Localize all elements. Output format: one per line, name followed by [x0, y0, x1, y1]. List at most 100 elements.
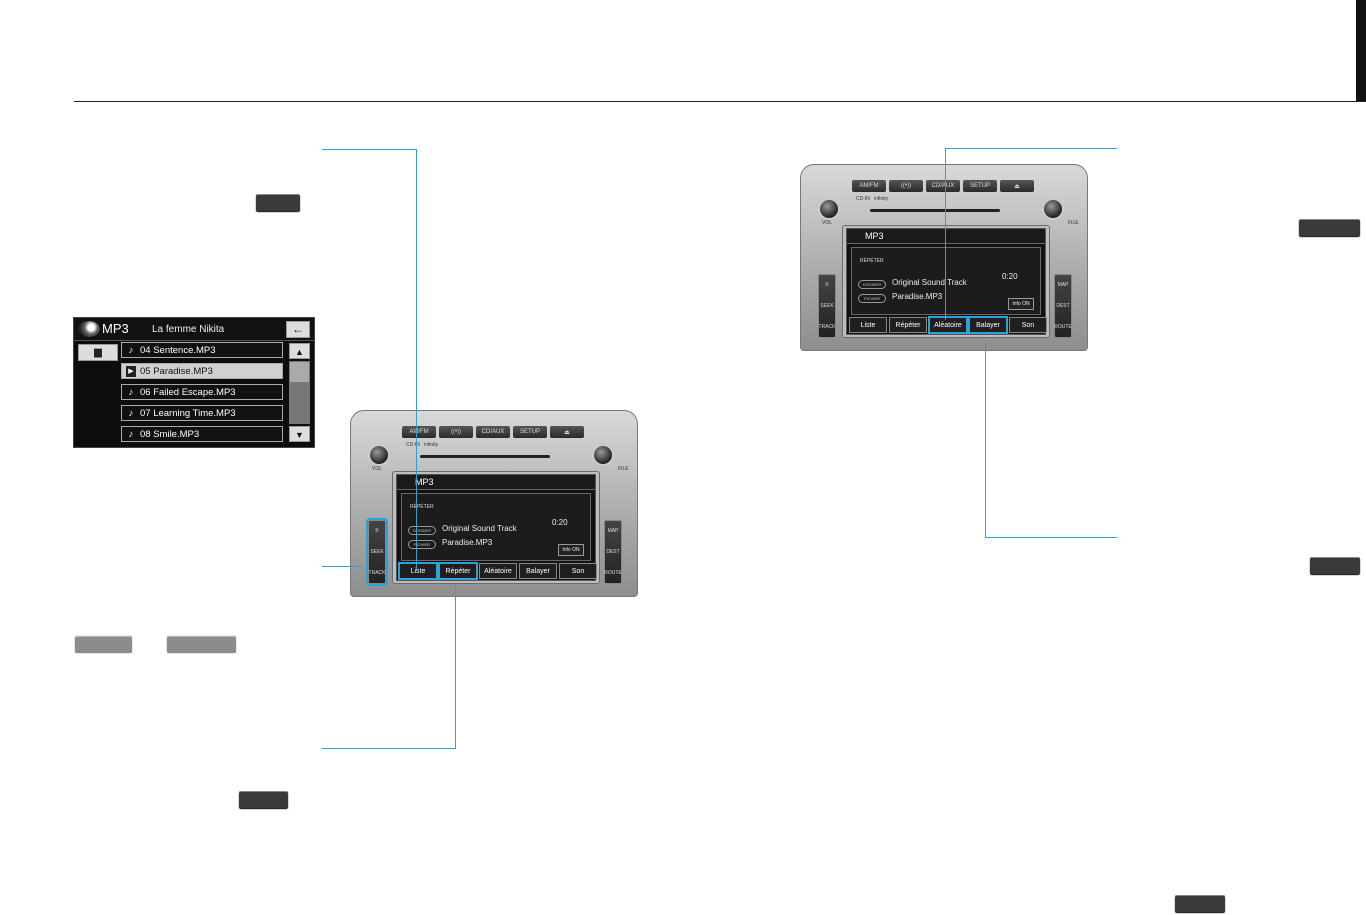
header-stripe [1356, 0, 1366, 101]
tune-knob[interactable] [592, 444, 614, 466]
list-item[interactable]: ▶ 05 Paradise.MP3 [121, 363, 283, 379]
button-tag [239, 791, 288, 808]
balayer-button[interactable]: Balayer [968, 316, 1008, 334]
seek-track-buttons[interactable]: ✆ SEEK TRACK [818, 274, 836, 338]
head-unit-right: AM/FM ((•)) CD/AUX SETUP ⏏ CD-IN infinit… [800, 164, 1088, 351]
vol-label: VOL [822, 220, 833, 226]
am-fm-button[interactable]: AM/FM [852, 180, 886, 192]
file-label: FILE [1068, 220, 1079, 226]
list-item[interactable]: ♪ 04 Sentence.MP3 [121, 342, 283, 358]
radio-button[interactable]: ((•)) [889, 180, 923, 192]
tune-knob[interactable] [1042, 198, 1064, 220]
seek-label: SEEK [370, 548, 384, 555]
header-rule [74, 101, 1366, 102]
track-name: 04 Sentence.MP3 [140, 344, 216, 356]
dest-label: DEST [606, 548, 620, 555]
soft-buttons: Liste Répéter Aléatoire Balayer Son [398, 562, 597, 580]
list-item[interactable]: ♪ 06 Failed Escape.MP3 [121, 384, 283, 400]
setup-button[interactable]: SETUP [963, 180, 997, 192]
folder-pill: DOSSIER [408, 526, 436, 535]
son-button[interactable]: Son [1009, 317, 1047, 333]
elapsed-time: 0:20 [1002, 272, 1018, 281]
head-unit-left: AM/FM ((•)) CD/AUX SETUP ⏏ CD-IN infinit… [350, 410, 638, 597]
now-playing-panel: RÉPÉTER DOSSIER Original Sound Track FIC… [401, 493, 591, 561]
liste-button[interactable]: Liste [398, 562, 438, 580]
repeter-button[interactable]: Répéter [889, 317, 927, 333]
dest-label: DEST [1056, 302, 1070, 309]
music-note-icon: ♪ [128, 407, 134, 419]
volume-knob[interactable] [368, 444, 390, 466]
folder-icon[interactable]: ▆ [78, 344, 118, 361]
phone-icon: ✆ [824, 282, 830, 289]
mp3-list-screen: MP3 La femme Nikita ← ▆ ♪ 04 Sentence.MP… [73, 317, 315, 448]
play-icon: ▶ [126, 365, 136, 377]
cd-aux-button[interactable]: CD/AUX [926, 180, 960, 192]
music-note-icon: ♪ [128, 344, 134, 356]
radio-button[interactable]: ((•)) [439, 426, 473, 438]
map-label: MAP [607, 528, 619, 535]
music-note-icon: ♪ [128, 428, 134, 440]
screen-title: MP3 [397, 475, 595, 490]
top-buttons: AM/FM ((•)) CD/AUX SETUP ⏏ [852, 180, 1034, 192]
track-label: TRACK [818, 323, 836, 330]
button-tag [1175, 895, 1225, 912]
cd-slot [420, 455, 550, 458]
map-label: MAP [1057, 282, 1069, 289]
button-tag [75, 636, 132, 653]
scrollbar[interactable]: ▲ ▼ [289, 342, 310, 443]
top-buttons: AM/FM ((•)) CD/AUX SETUP ⏏ [402, 426, 584, 438]
list-header: MP3 La femme Nikita ← [74, 318, 314, 341]
scroll-down-icon[interactable]: ▼ [289, 426, 310, 442]
file-value: Paradise.MP3 [442, 538, 493, 547]
button-tag [167, 636, 236, 653]
cd-aux-button[interactable]: CD/AUX [476, 426, 510, 438]
repeter-button[interactable]: Répéter [438, 562, 478, 580]
brand-label: CD-IN [406, 442, 420, 448]
info-button[interactable]: Info ON [1008, 298, 1034, 310]
setup-button[interactable]: SETUP [513, 426, 547, 438]
aleatoire-button[interactable]: Aléatoire [928, 316, 968, 334]
liste-button[interactable]: Liste [849, 317, 887, 333]
route-label: ROUTE [1054, 323, 1072, 330]
screen-title: MP3 [847, 229, 1045, 244]
elapsed-time: 0:20 [552, 518, 568, 527]
button-tag [1310, 557, 1360, 574]
mode-label: RÉPÉTER [860, 258, 884, 264]
brand-logo: infinity [874, 196, 889, 202]
callout-line [322, 149, 417, 150]
list-item[interactable]: ♪ 07 Learning Time.MP3 [121, 405, 283, 421]
brand-label: CD-IN [856, 196, 870, 202]
music-note-icon: ♪ [128, 386, 134, 398]
eject-icon[interactable]: ⏏ [550, 426, 584, 438]
soft-buttons: Liste Répéter Aléatoire Balayer Son [849, 316, 1047, 334]
callout-line [945, 148, 946, 320]
am-fm-button[interactable]: AM/FM [402, 426, 436, 438]
scroll-up-icon[interactable]: ▲ [289, 343, 310, 359]
track-name: 08 Smile.MP3 [140, 428, 200, 440]
callout-line [455, 585, 456, 749]
nav-buttons[interactable]: MAP DEST ROUTE [1054, 274, 1072, 338]
seek-track-buttons[interactable]: ✆ SEEK TRACK [366, 518, 388, 586]
folder-pill: DOSSIER [858, 280, 886, 289]
button-tag [1299, 219, 1360, 236]
info-button[interactable]: Info ON [558, 544, 584, 556]
disc-logo-icon [78, 321, 100, 337]
callout-line [985, 340, 986, 538]
folder-value: Original Sound Track [442, 524, 517, 533]
scroll-thumb[interactable] [290, 362, 309, 382]
nav-buttons[interactable]: MAP DEST ROUTE [604, 520, 622, 584]
son-button[interactable]: Son [559, 563, 597, 579]
volume-knob[interactable] [818, 198, 840, 220]
file-pill: FICHIER [858, 294, 886, 303]
balayer-button[interactable]: Balayer [519, 563, 557, 579]
back-arrow-icon[interactable]: ← [286, 321, 310, 338]
seek-label: SEEK [820, 302, 834, 309]
callout-line [416, 149, 417, 569]
list-item[interactable]: ♪ 08 Smile.MP3 [121, 426, 283, 442]
aleatoire-button[interactable]: Aléatoire [479, 563, 517, 579]
track-name: 06 Failed Escape.MP3 [140, 386, 236, 398]
list-title: MP3 [102, 321, 129, 336]
callout-line [322, 566, 362, 567]
callout-line [945, 148, 1117, 149]
eject-icon[interactable]: ⏏ [1000, 180, 1034, 192]
